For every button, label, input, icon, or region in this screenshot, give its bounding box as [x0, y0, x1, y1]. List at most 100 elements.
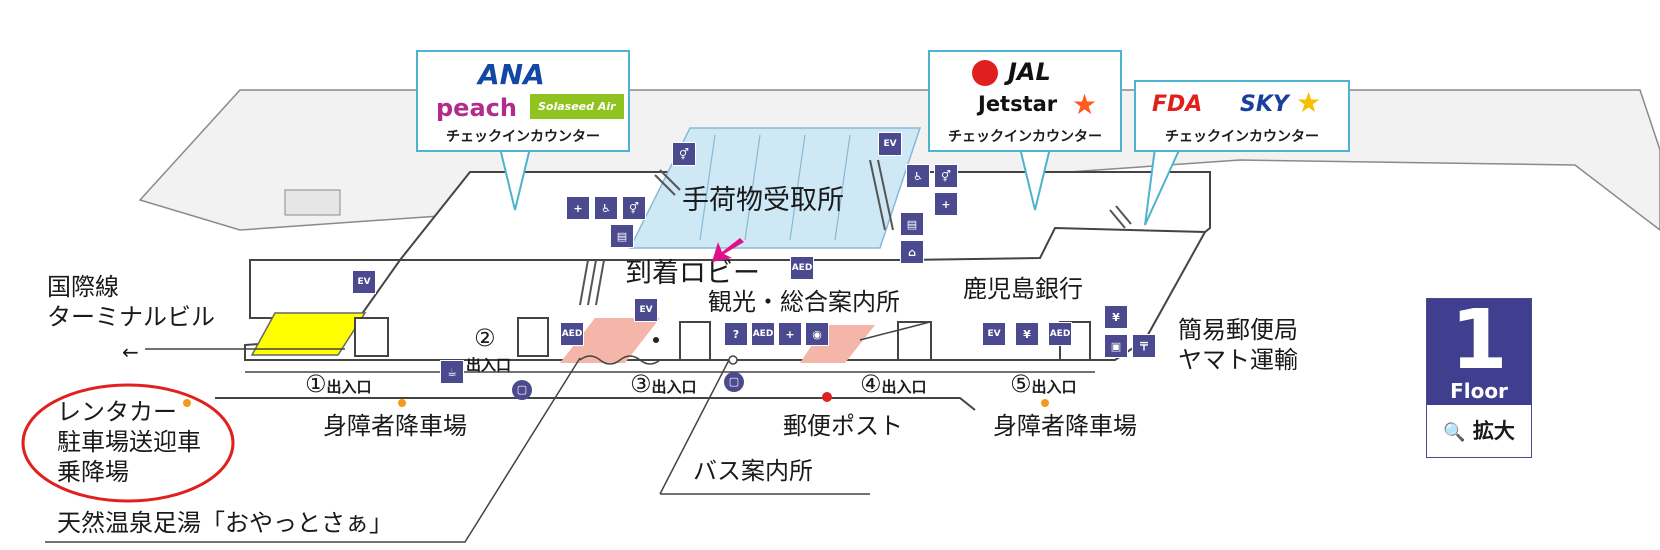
floor-word: Floor — [1450, 379, 1508, 403]
cloakroom-icon: ⌂ — [900, 240, 924, 264]
first-aid-icon: + — [566, 196, 590, 220]
entrance-5-num: ⑤ — [1010, 370, 1032, 398]
intl-arrow: ← — [122, 340, 139, 364]
arrival-arrow-icon — [712, 238, 744, 262]
aed-icon: AED — [560, 322, 584, 346]
escalator-zone-1 — [560, 318, 660, 363]
rental-car-label[interactable]: レンタカー — [57, 398, 177, 426]
callout-stems — [499, 147, 1181, 226]
entrance-4[interactable]: ④出入口 — [860, 370, 927, 399]
rental-dot — [183, 399, 191, 407]
post-office-icon: 〒 — [1132, 334, 1156, 358]
entrance-5-label: 出入口 — [1031, 378, 1077, 396]
luggage-icon: ▤ — [900, 212, 924, 236]
disabled-dot-right — [1041, 399, 1049, 407]
entrance-2-num: ② — [474, 324, 496, 352]
disabled-dot-left — [398, 399, 406, 407]
entrance-4-num: ④ — [860, 370, 882, 398]
bus-stop-icon: ▢ — [724, 372, 744, 392]
ana-peach-callout: ANA peach Solaseed Air チェックインカウンター — [416, 50, 630, 152]
footbath-shape — [579, 355, 661, 365]
entrance-frames — [354, 317, 1091, 361]
entrance-5[interactable]: ⑤出入口 — [1010, 370, 1077, 399]
yamato-label[interactable]: ヤマト運輸 — [1178, 346, 1298, 374]
nursing-room-icon: ◉ — [805, 322, 829, 346]
jal-logo: JAL — [1008, 58, 1051, 86]
entrance-2-label: 出入口 — [466, 356, 512, 374]
disabled-drop-right-label[interactable]: 身障者降車場 — [993, 412, 1137, 440]
zoom-button[interactable]: 🔍 拡大 — [1427, 415, 1531, 445]
ev-icon: EV — [634, 298, 658, 322]
info-dot — [653, 337, 659, 343]
sky-logo: SKY — [1240, 92, 1289, 117]
zoom-label: 拡大 — [1472, 419, 1515, 443]
ev-icon: EV — [878, 132, 902, 156]
disabled-drop-left-label[interactable]: 身障者降車場 — [323, 412, 467, 440]
upper-floor-block — [284, 189, 341, 216]
first-aid-icon: + — [934, 192, 958, 216]
baggage-claim-label[interactable]: 手荷物受取所 — [682, 185, 844, 216]
entrance-3[interactable]: ③出入口 — [630, 370, 697, 399]
restroom-icon: ⚥ — [622, 196, 646, 220]
peach-logo: peach — [436, 94, 517, 122]
aed-icon: AED — [1048, 322, 1072, 346]
bus-dot — [728, 355, 738, 365]
atm-yen-icon: ¥ — [1104, 305, 1128, 329]
jal-crane-icon — [972, 60, 998, 86]
boarding-area-label[interactable]: 乗降場 — [57, 458, 129, 486]
jal-jetstar-callout: JAL Jetstar ★ チェックインカウンター — [928, 50, 1122, 152]
entrance-2[interactable]: ② 出入口 — [466, 324, 519, 374]
checkin-caption-2: チェックインカウンター — [948, 129, 1102, 145]
magnifier-icon: 🔍 — [1443, 422, 1466, 443]
delivery-truck-icon: ▣ — [1104, 334, 1128, 358]
aed-icon: AED — [790, 256, 814, 280]
floor-number: 1 — [1450, 293, 1508, 388]
bus-info-label[interactable]: バス案内所 — [693, 457, 813, 485]
bus-info-leader — [659, 357, 870, 495]
footbath-label[interactable]: 天然温泉足湯「おやっとさぁ」 — [57, 509, 393, 537]
checkin-caption-3: チェックインカウンター — [1165, 129, 1319, 145]
floor-indicator: 1 Floor — [1427, 293, 1531, 405]
postbox-label[interactable]: 郵便ポスト — [783, 412, 903, 440]
kagoshima-bank-label[interactable]: 鹿児島銀行 — [963, 275, 1083, 303]
postbox-dot — [822, 392, 832, 402]
atm-yen-icon: ¥ — [1015, 322, 1039, 346]
footbath-leader — [45, 357, 581, 543]
entrance-1-num: ① — [305, 370, 327, 398]
ana-logo: ANA — [478, 58, 545, 91]
rental-highlight-circle — [21, 383, 235, 503]
entrance-4-label: 出入口 — [881, 378, 927, 396]
parking-shuttle-label[interactable]: 駐車場送迎車 — [57, 428, 201, 456]
intl-terminal-link — [250, 312, 367, 356]
ev-icon: EV — [982, 322, 1006, 346]
first-aid-icon: + — [778, 322, 802, 346]
wheelchair-icon: ♿ — [906, 164, 930, 188]
wheelchair-icon: ♿ — [594, 196, 618, 220]
escalators — [579, 159, 1132, 306]
intl-terminal-label[interactable]: ターミナルビル — [47, 303, 215, 331]
arrival-lobby-label[interactable]: 到着ロビー — [625, 258, 760, 289]
smoking-room-icon: ☕ — [440, 360, 464, 384]
fda-logo: FDA — [1152, 92, 1203, 117]
luggage-icon: ▤ — [610, 224, 634, 248]
entrance-3-label: 出入口 — [651, 378, 697, 396]
entrance-1[interactable]: ①出入口 — [305, 370, 372, 399]
info-center-label[interactable]: 観光・総合案内所 — [708, 288, 900, 316]
jetstar-star-icon: ★ — [1072, 88, 1098, 121]
post-office-label[interactable]: 簡易郵便局 — [1178, 316, 1298, 344]
ev-icon: EV — [352, 270, 376, 294]
checkin-caption-1: チェックインカウンター — [446, 129, 600, 145]
aed-icon: AED — [751, 322, 775, 346]
fda-sky-callout: FDA SKY ★ チェックインカウンター — [1134, 80, 1350, 152]
info-icon: ? — [724, 322, 748, 346]
restroom-icon: ⚥ — [934, 164, 958, 188]
entrance-3-num: ③ — [630, 370, 652, 398]
baggage-claim-area — [628, 127, 922, 249]
jetstar-logo: Jetstar — [978, 92, 1058, 116]
bus-stop-icon: ▢ — [512, 380, 532, 400]
solaseed-logo: Solaseed Air — [530, 94, 624, 119]
intl-line-label[interactable]: 国際線 — [47, 273, 119, 301]
sky-star-icon: ★ — [1296, 86, 1322, 119]
curb-front — [215, 397, 976, 411]
